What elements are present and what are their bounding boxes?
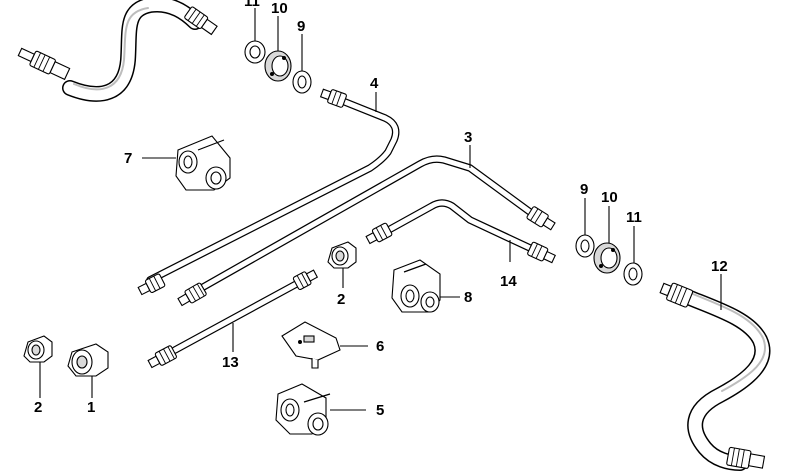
callout-2-left: 2 xyxy=(34,399,42,416)
callout-9-right: 9 xyxy=(580,181,588,198)
washer-9-top xyxy=(292,34,312,94)
clip-5 xyxy=(275,383,366,436)
callout-7: 7 xyxy=(124,150,132,167)
nut-2-center xyxy=(327,241,357,288)
brake-pipe-3 xyxy=(177,145,556,307)
washer-9-right xyxy=(575,198,595,258)
brake-pipe-13 xyxy=(147,269,319,369)
callout-11-top: 11 xyxy=(244,0,260,10)
callout-3: 3 xyxy=(464,129,472,146)
brake-pipe-14 xyxy=(365,199,556,264)
callout-13: 13 xyxy=(222,354,239,371)
clip-7 xyxy=(142,135,231,191)
hose-upper-left xyxy=(17,0,218,102)
washer-11-top xyxy=(244,8,266,64)
callout-1: 1 xyxy=(87,399,95,416)
callout-9-top: 9 xyxy=(297,18,305,35)
callout-5: 5 xyxy=(376,402,384,419)
callout-2-center: 2 xyxy=(337,291,345,308)
callout-8: 8 xyxy=(464,289,472,306)
clip-8 xyxy=(391,259,460,313)
union-10-top xyxy=(264,16,292,82)
nut-2-left xyxy=(23,335,53,398)
washer-11-right xyxy=(623,226,643,286)
callout-10-top: 10 xyxy=(271,0,288,17)
callout-6: 6 xyxy=(376,338,384,355)
callout-10-right: 10 xyxy=(601,189,618,206)
hose-12 xyxy=(659,274,771,471)
nut-1 xyxy=(67,343,109,398)
bracket-6 xyxy=(281,321,368,369)
callout-11-right: 11 xyxy=(626,209,642,226)
callout-14: 14 xyxy=(500,273,517,290)
callout-12: 12 xyxy=(711,258,728,275)
callout-4: 4 xyxy=(370,75,379,92)
brake-pipe-4 xyxy=(137,88,400,296)
union-10-right xyxy=(593,206,621,274)
